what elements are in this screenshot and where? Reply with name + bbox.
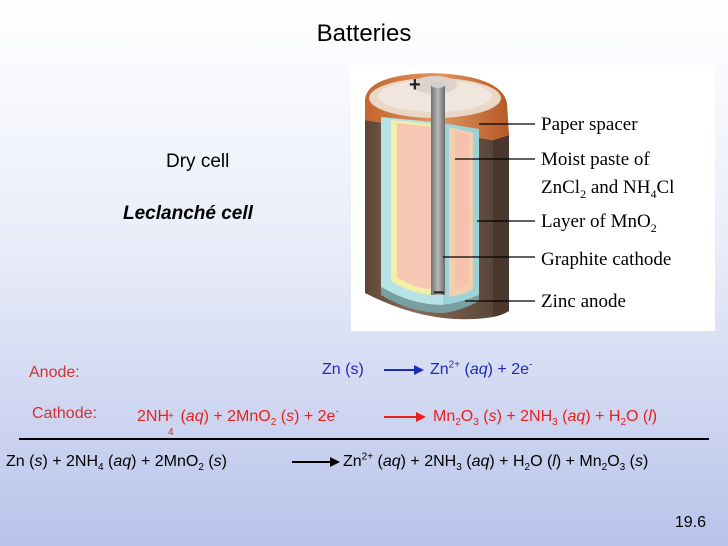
cathode-label: Cathode:	[32, 405, 97, 422]
plus-sign: +	[409, 74, 421, 96]
label-layer-mno2: Layer of MnO2	[541, 211, 657, 235]
slide-title: Batteries	[316, 20, 412, 47]
anode-products: Zn2+ (aq) + 2e-	[430, 359, 533, 378]
overall-products: Zn2+ (aq) + 2NH3 (aq) + H2O (l) + Mn2O3 …	[343, 451, 649, 474]
cathode-products: Mn2O3 (s) + 2NH3 (aq) + H2O (l)	[433, 408, 658, 429]
slide-number: 19.6	[674, 514, 706, 531]
cathode-reactants: 2NH+4 (aq) + 2MnO2 (s) + 2e-	[137, 406, 339, 438]
label-graphite-cathode: Graphite cathode	[541, 249, 671, 270]
overall-arrow-icon	[292, 457, 340, 467]
label-paper-spacer: Paper spacer	[541, 114, 638, 135]
minus-sign: −	[433, 282, 445, 304]
anode-arrow-icon	[384, 365, 424, 375]
label-moist-paste-line1: Moist paste of	[541, 149, 650, 170]
label-zinc-anode: Zinc anode	[541, 291, 626, 312]
dry-cell-diagram: + − Paper spacer Moist paste of ZnCl2 an…	[364, 73, 674, 320]
sum-divider-line	[19, 438, 709, 440]
anode-reactant: Zn (s)	[322, 361, 364, 378]
dry-cell-figure: + − Paper spacer Moist paste of ZnCl2 an…	[351, 65, 715, 331]
cathode-arrow-icon	[384, 412, 426, 422]
label-moist-paste-line2: ZnCl2 and NH4Cl	[541, 177, 674, 201]
overall-reactants: Zn (s) + 2NH4 (aq) + 2MnO2 (s)	[6, 453, 227, 474]
leader-lines	[443, 123, 535, 302]
anode-label: Anode:	[29, 364, 80, 381]
subtitle-leclanche-cell: Leclanché cell	[123, 203, 253, 224]
subtitle-dry-cell: Dry cell	[166, 151, 230, 172]
